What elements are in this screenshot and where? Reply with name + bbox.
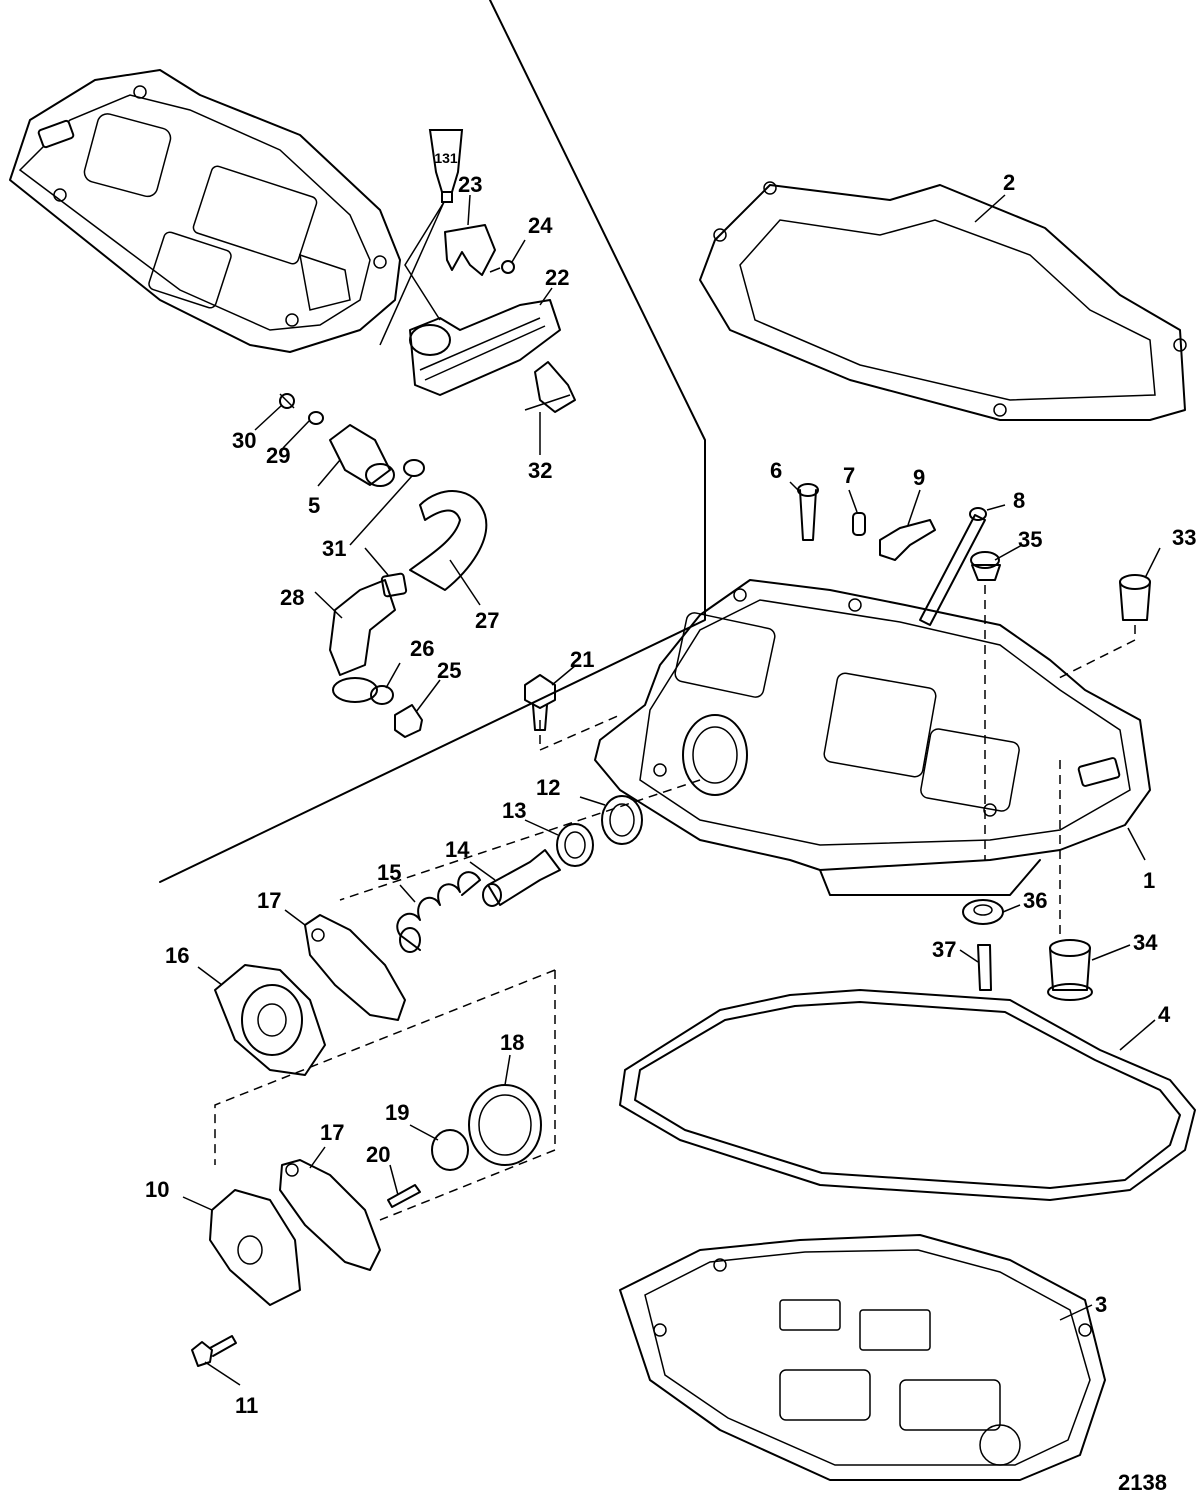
callout-21: 21 <box>570 647 594 672</box>
oring-26 <box>370 685 394 705</box>
gasket-3 <box>619 1234 1106 1481</box>
callout-29: 29 <box>266 443 290 468</box>
fitting-5 <box>329 424 395 487</box>
screw-24 <box>489 260 515 274</box>
callout-23: 23 <box>458 172 482 197</box>
callout-16: 16 <box>165 943 189 968</box>
screw-20 <box>387 1184 421 1208</box>
callout-28: 28 <box>280 585 304 610</box>
callout-15: 15 <box>377 860 401 885</box>
callout-7: 7 <box>843 463 855 488</box>
pin-7 <box>852 512 866 536</box>
seal-12 <box>601 795 643 845</box>
callout-31: 31 <box>322 536 346 561</box>
diaphragm-18 <box>468 1084 542 1166</box>
cover-16 <box>214 964 326 1076</box>
callouts: 2 1 3 4 5 6 7 8 9 10 11 12 13 14 15 16 1… <box>145 170 1196 1495</box>
clamp-31 <box>380 459 425 598</box>
callout-9: 9 <box>913 465 925 490</box>
callout-24: 24 <box>528 213 553 238</box>
callout-30: 30 <box>232 428 256 453</box>
bolt-11 <box>191 1335 237 1367</box>
callout-36: 36 <box>1023 888 1047 913</box>
elbow-28 <box>329 579 396 703</box>
callout-32: 32 <box>528 458 552 483</box>
callout-3: 3 <box>1095 1292 1107 1317</box>
washer-29 <box>308 411 324 425</box>
plug-35 <box>970 551 1001 581</box>
sleeve-33 <box>1119 574 1151 621</box>
hose-27 <box>409 490 488 591</box>
callout-33: 33 <box>1172 525 1196 550</box>
cover-10 <box>209 1189 301 1306</box>
callout-17-lower: 17 <box>320 1120 344 1145</box>
callout-17-upper: 17 <box>257 888 281 913</box>
callout-35: 35 <box>1018 527 1042 552</box>
sealant-tube-131: 131 <box>379 129 464 346</box>
fitting-9 <box>879 519 936 561</box>
callout-8: 8 <box>1013 488 1025 513</box>
sensor-8 <box>919 507 987 626</box>
seal-13 <box>556 823 594 867</box>
plate-19 <box>431 1129 469 1171</box>
callout-14: 14 <box>445 837 470 862</box>
callout-27: 27 <box>475 608 499 633</box>
valve-14 <box>482 849 561 907</box>
callout-6: 6 <box>770 458 782 483</box>
sleeve-34 <box>1047 939 1093 1001</box>
adapter-plate-1 <box>594 579 1151 896</box>
callout-37: 37 <box>932 937 956 962</box>
sensor-30 <box>279 393 295 409</box>
leader-lines <box>182 194 1161 1386</box>
callout-11: 11 <box>235 1393 258 1418</box>
gasket-17-lower <box>279 1159 381 1271</box>
callout-19: 19 <box>385 1100 409 1125</box>
callout-2: 2 <box>1003 170 1015 195</box>
bolt-6 <box>797 483 819 541</box>
spring-15 <box>396 871 481 953</box>
callout-25: 25 <box>437 658 461 683</box>
fitting-37 <box>977 944 992 991</box>
grommet-36 <box>962 899 1004 925</box>
callout-26: 26 <box>410 636 434 661</box>
bolt-21 <box>524 674 556 731</box>
callout-12: 12 <box>536 775 560 800</box>
callout-4: 4 <box>1158 1002 1171 1027</box>
fitting-32 <box>524 361 576 413</box>
tube-label: 131 <box>434 150 458 166</box>
drawing-number: 2138 <box>1118 1470 1167 1495</box>
alignment-lines <box>214 585 1136 1221</box>
gasket-2 <box>699 181 1187 421</box>
gasket-17-upper <box>304 914 406 1021</box>
callout-22: 22 <box>545 265 569 290</box>
seal-4 <box>619 989 1196 1201</box>
callout-1: 1 <box>1143 868 1155 893</box>
callout-20: 20 <box>366 1142 390 1167</box>
callout-10: 10 <box>145 1177 169 1202</box>
callout-5: 5 <box>308 493 320 518</box>
callout-13: 13 <box>502 798 526 823</box>
callout-34: 34 <box>1133 930 1158 955</box>
cap-25 <box>394 704 423 738</box>
callout-18: 18 <box>500 1030 524 1055</box>
bracket-23 <box>444 224 496 276</box>
section-divider <box>159 0 706 883</box>
adapter-plate-small <box>9 69 401 353</box>
intake-22 <box>409 299 561 396</box>
